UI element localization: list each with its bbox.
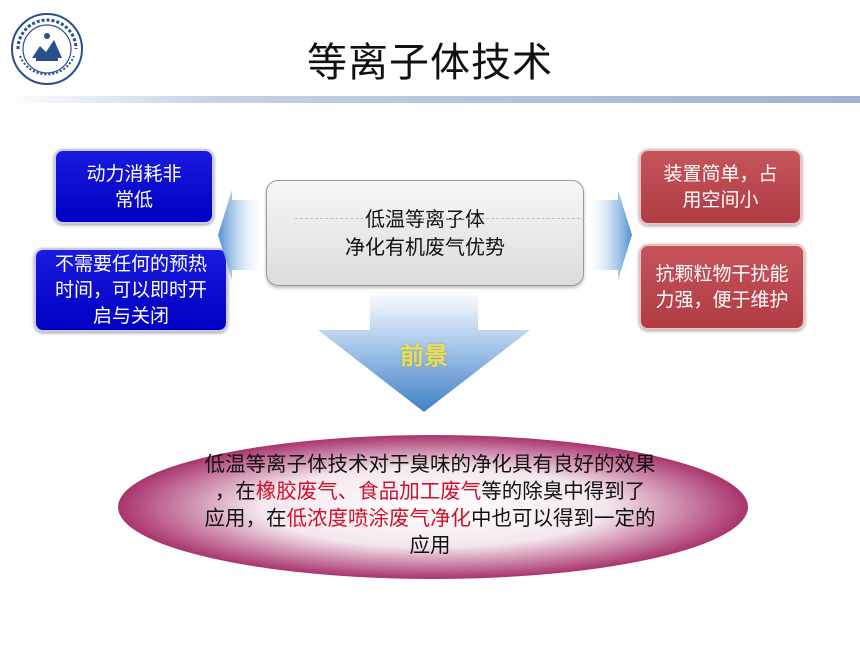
right-box-compact-text: 装置简单，占 用空间小 xyxy=(663,163,778,211)
prospect-text-1: 低温等离子体技术对于臭味的净化具有良好的效果 xyxy=(204,452,656,476)
left-box-no-preheat: 不需要任何的预热 时间，可以即时开 启与关闭 xyxy=(34,248,228,332)
right-box-maintenance: 抗颗粒物干扰能 力强，便于维护 xyxy=(639,244,805,330)
right-box-compact: 装置简单，占 用空间小 xyxy=(639,149,802,225)
page-title: 等离子体技术 xyxy=(307,40,553,86)
down-arrow-icon xyxy=(318,290,530,412)
prospect-text-5: 中也可以得到一定的 xyxy=(471,506,656,530)
center-box-line2: 净化有机废气优势 xyxy=(345,235,505,259)
left-box-low-power-text: 动力消耗非 常低 xyxy=(86,162,182,211)
prospect-label: 前景 xyxy=(400,342,448,370)
prospect-text-6: 应用 xyxy=(409,533,451,557)
prospect-text-2: ，在 xyxy=(214,479,256,503)
prospect-description: 低温等离子体技术对于臭味的净化具有良好的效果 ，在橡胶废气、食品加工废气等的除臭… xyxy=(130,451,730,559)
prospect-text-4: 应用，在 xyxy=(204,506,287,530)
left-box-low-power: 动力消耗非 常低 xyxy=(54,149,214,224)
center-box-line1: 低温等离子体 xyxy=(365,207,485,231)
left-box-no-preheat-text: 不需要任何的预热 时间，可以即时开 启与关闭 xyxy=(54,253,207,327)
center-advantages-box: 低温等离子体 净化有机废气优势 xyxy=(266,180,584,286)
right-arrow-icon xyxy=(588,190,632,280)
prospect-highlight-1: 橡胶废气、食品加工废气 xyxy=(255,479,482,503)
bottom-ellipse xyxy=(118,435,748,579)
university-seal-icon xyxy=(11,13,83,85)
left-arrow-icon xyxy=(218,190,262,280)
header-divider xyxy=(0,96,860,103)
center-box-divider xyxy=(295,218,585,219)
prospect-highlight-2: 低浓度喷涂废气净化 xyxy=(286,506,472,530)
right-box-maintenance-text: 抗颗粒物干扰能 力强，便于维护 xyxy=(655,263,789,311)
prospect-text-3: 等的除臭中得到了 xyxy=(481,479,646,503)
